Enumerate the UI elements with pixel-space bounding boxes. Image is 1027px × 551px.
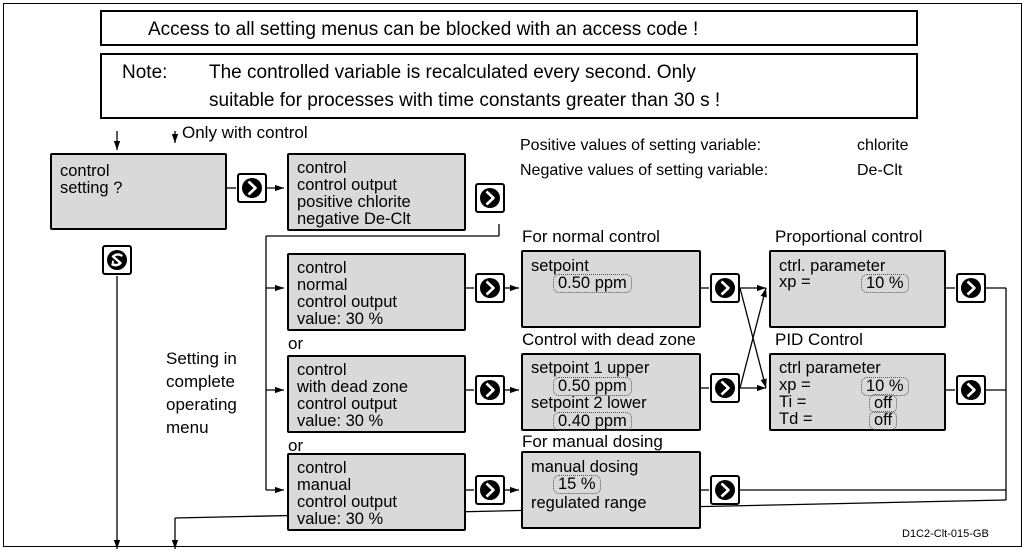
or-label: or [288, 436, 304, 455]
enter-key-button[interactable] [710, 475, 740, 505]
display-line: with dead zone [297, 378, 408, 396]
manual-dosing-heading: For manual dosing [522, 432, 663, 451]
manual-dosing-label: manual dosing [531, 458, 639, 476]
manual-dosing-display: manual dosing 15 % regulated range [521, 451, 701, 529]
display-line: control [297, 259, 347, 277]
menu-note-line-4: menu [166, 418, 209, 437]
menu-note-line-2: complete [166, 372, 235, 391]
xp-label: xp = [779, 376, 811, 394]
enter-arrow-icon [480, 188, 500, 208]
enter-arrow-icon [480, 380, 500, 400]
enter-key-button[interactable] [475, 183, 505, 213]
return-arrow-icon [107, 250, 127, 270]
positive-values-label: Positive values of setting variable: [520, 137, 762, 154]
pid-title: ctrl parameter [779, 359, 881, 377]
positive-values-value: chlorite [857, 137, 909, 154]
display-line: positive chlorite [297, 193, 411, 211]
control-output-display: control control output positive chlorite… [287, 153, 466, 231]
note-label: Note: [122, 62, 168, 83]
proportional-control-display: ctrl. parameter xp = 10 % [769, 250, 946, 328]
recalculation-note: Note: The controlled variable is recalcu… [100, 53, 918, 119]
regulated-range-label: regulated range [531, 494, 647, 512]
proportional-title: ctrl. parameter [779, 257, 886, 275]
display-line: setting ? [60, 179, 123, 197]
pid-control-display: ctrl parameter xp = 10 % Ti = off Td = o… [769, 353, 946, 431]
only-with-control-label: Only with control [182, 123, 308, 142]
normal-control-heading: For normal control [522, 227, 660, 246]
enter-arrow-icon [715, 480, 735, 500]
setpoint-1-label: setpoint 1 upper [531, 359, 650, 377]
menu-note-line-1: Setting in [166, 349, 237, 368]
display-line: manual [297, 476, 352, 494]
xp-label: xp = [779, 273, 811, 291]
display-line: control [297, 459, 347, 477]
manual-dosing-value: 15 % [553, 475, 601, 494]
setpoint-display: setpoint 0.50 ppm [521, 250, 701, 328]
return-key-button[interactable] [102, 245, 132, 275]
enter-arrow-icon [715, 378, 735, 398]
td-label: Td = [779, 410, 813, 428]
negative-values-label: Negative values of setting variable: [520, 162, 769, 179]
ti-value: off [869, 394, 898, 413]
control-setting-display: control setting ? [50, 153, 227, 230]
menu-note-line-3: operating [166, 395, 237, 414]
enter-key-button[interactable] [956, 273, 986, 303]
td-value: off [869, 411, 898, 430]
enter-key-button[interactable] [237, 173, 267, 203]
display-line: normal [297, 276, 348, 294]
dead-zone-control-display: control with dead zone control output va… [287, 355, 466, 433]
display-line: control [60, 162, 110, 180]
setpoint-2-value: 0.40 ppm [553, 412, 632, 431]
enter-key-button[interactable] [475, 475, 505, 505]
note-line-1: The controlled variable is recalculated … [209, 62, 696, 83]
xp-value: 10 % [861, 274, 909, 293]
display-line: value: 30 % [297, 412, 384, 430]
ti-label: Ti = [779, 393, 807, 411]
display-line: control output [297, 395, 397, 413]
setpoint-label: setpoint [531, 257, 589, 275]
display-line: value: 30 % [297, 310, 384, 328]
enter-key-button[interactable] [956, 375, 986, 405]
xp-value: 10 % [861, 377, 909, 396]
or-label: or [288, 334, 304, 353]
enter-key-button[interactable] [475, 375, 505, 405]
access-code-note: Access to all setting menus can be block… [100, 10, 918, 46]
enter-arrow-icon [961, 380, 981, 400]
enter-key-button[interactable] [710, 373, 740, 403]
enter-key-button[interactable] [710, 273, 740, 303]
setpoint-value: 0.50 ppm [553, 274, 632, 293]
note-line-2: suitable for processes with time constan… [209, 90, 721, 111]
display-line: control output [297, 176, 397, 194]
enter-arrow-icon [961, 278, 981, 298]
figure-frame [3, 3, 1022, 547]
enter-arrow-icon [715, 278, 735, 298]
display-line: control [297, 159, 347, 177]
display-line: value: 30 % [297, 510, 384, 528]
manual-control-display: control manual control output value: 30 … [287, 453, 466, 531]
display-line: control output [297, 493, 397, 511]
enter-key-button[interactable] [475, 273, 505, 303]
proportional-heading: Proportional control [775, 227, 923, 246]
pid-heading: PID Control [775, 330, 863, 349]
setpoint-2-label: setpoint 2 lower [531, 394, 647, 412]
dead-zone-setpoints-display: setpoint 1 upper 0.50 ppm setpoint 2 low… [521, 353, 701, 431]
normal-control-display: control normal control output value: 30 … [287, 253, 466, 331]
access-code-note-text: Access to all setting menus can be block… [148, 19, 699, 40]
negative-values-value: De-Clt [857, 162, 903, 179]
dead-zone-heading: Control with dead zone [522, 330, 696, 349]
figure-code: D1C2-Clt-015-GB [902, 528, 989, 540]
display-line: negative De-Clt [297, 210, 411, 228]
display-line: control [297, 361, 347, 379]
setpoint-1-value: 0.50 ppm [553, 377, 632, 396]
display-line: control output [297, 293, 397, 311]
enter-arrow-icon [480, 480, 500, 500]
enter-arrow-icon [480, 278, 500, 298]
enter-arrow-icon [242, 178, 262, 198]
